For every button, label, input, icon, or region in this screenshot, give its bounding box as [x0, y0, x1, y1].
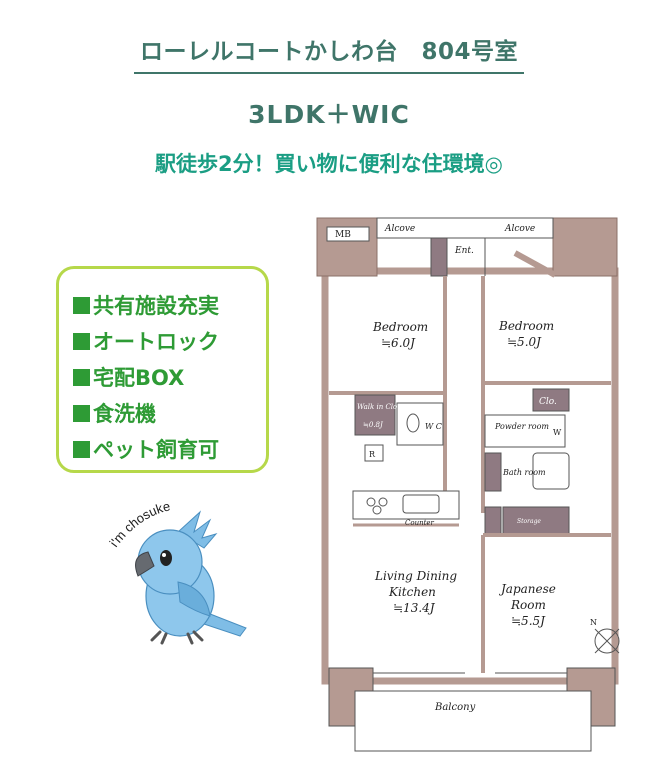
ldk-size: ≒13.4J [393, 601, 436, 615]
japanese-label: Japanese [498, 582, 556, 596]
wc-label: W C [425, 422, 442, 431]
square-bullet-icon [73, 368, 90, 386]
balcony-label: Balcony [434, 702, 476, 713]
square-bullet-icon [73, 440, 90, 458]
alcove-left-label: Alcove [384, 224, 415, 234]
storage-label: Storage [517, 518, 541, 525]
floor-plan: MB Alcove Alcove Ent. Bedroom ≒6.0J Bedr… [316, 217, 620, 752]
bedroom2-label: Bedroom [498, 319, 554, 333]
alcove-right-label: Alcove [504, 224, 535, 234]
layout-type: 3LDK＋WIC [248, 100, 410, 129]
title-text: ローレルコートかしわ台 804号室 [133, 32, 525, 74]
square-bullet-icon [73, 296, 90, 314]
feature-item: 食洗機 [73, 395, 266, 431]
powder-label: Powder room [494, 422, 549, 431]
bedroom1-size: ≒6.0J [381, 336, 416, 350]
feature-item: オートロック [73, 323, 266, 359]
wic-size: ≒0.8J [363, 421, 384, 429]
feature-item: ペット飼育可 [73, 431, 266, 467]
mascot-parrot-icon: i'm chosuke [108, 498, 247, 645]
mb-label: MB [335, 230, 351, 240]
square-bullet-icon [73, 404, 90, 422]
page-title: ローレルコートかしわ台 804号室 [0, 32, 658, 74]
counter-label: Counter [405, 519, 435, 527]
feature-item: 宅配BOX [73, 359, 266, 395]
bedroom1-label: Bedroom [372, 320, 428, 334]
bedroom2-size: ≒5.0J [507, 335, 542, 349]
r-label: R [369, 450, 376, 459]
features-box: 共有施設充実 オートロック 宅配BOX 食洗機 ペット飼育可 [56, 266, 269, 473]
north-label: N [590, 618, 597, 627]
w-label: W [553, 428, 562, 437]
japanese-label-2: Room [510, 598, 546, 612]
bath-label: Bath room [502, 468, 546, 477]
clo-label: Clo. [539, 397, 557, 407]
japanese-size: ≒5.5J [511, 614, 546, 628]
ldk-label-2: Kitchen [388, 585, 436, 599]
square-bullet-icon [73, 332, 90, 350]
ldk-label: Living Dining [374, 569, 457, 583]
feature-item: 共有施設充実 [73, 287, 266, 323]
catchphrase: 駅徒歩2分！買い物に便利な住環境◎ [155, 152, 503, 176]
wic-label: Walk in Clo. [357, 403, 399, 411]
ent-label: Ent. [454, 246, 474, 256]
